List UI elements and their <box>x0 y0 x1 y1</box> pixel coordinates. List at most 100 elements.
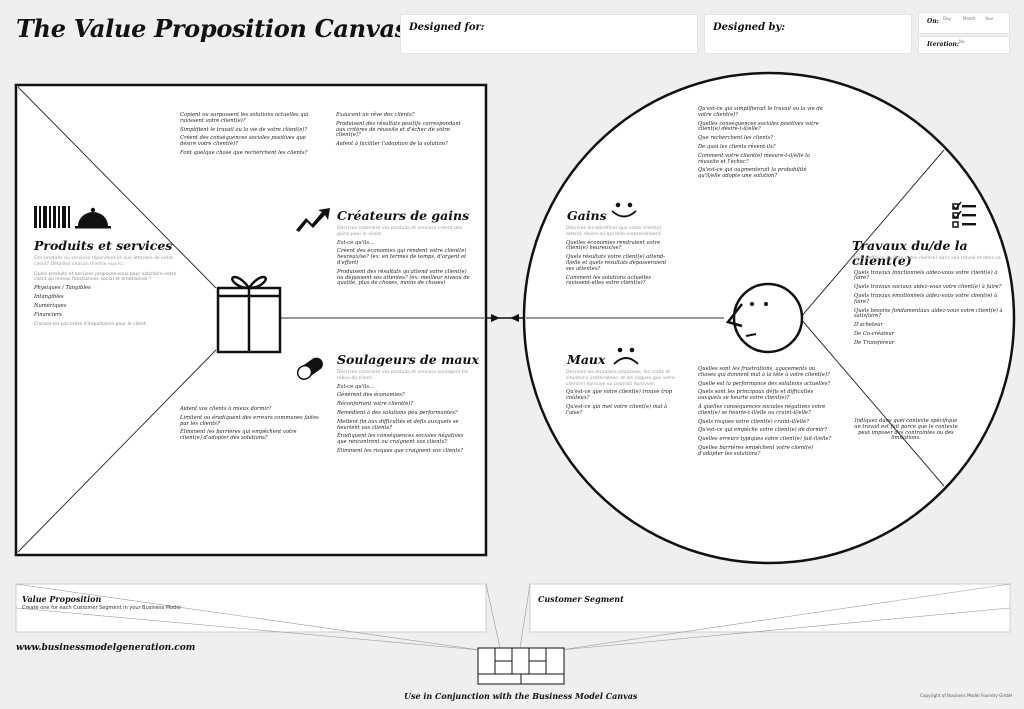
value-prop-footer-box <box>15 583 487 633</box>
gain-creator-question: Aident à faciliter l'adoption de la solu… <box>336 141 448 148</box>
pains-question: Quels risques votre client(e) craint-il/… <box>698 418 809 425</box>
pains-question: Quelles sont les frustrations, agacement… <box>698 366 830 378</box>
date-label: On: <box>927 18 939 25</box>
gain-creators-title: Créateurs de gains <box>337 208 470 223</box>
gains-question: Comment les solutions actuelles ravissen… <box>566 274 651 287</box>
pains-body-right: Quelles sont les frustrations, agacement… <box>698 364 832 458</box>
pains-question: Quelles erreurs typiques votre client(e)… <box>698 436 832 443</box>
pain-reliever-question: Mettent fin aux difficultés et défis aux… <box>337 418 459 431</box>
arrow-left-head <box>491 314 500 322</box>
gains-question: De quoi les clients rêvent-ils? <box>698 143 776 150</box>
pains-question: Quels sont les principaux défis et diffi… <box>698 389 814 402</box>
gain-creator-question: Copient ou surpassent les solutions actu… <box>180 112 309 124</box>
smile-icon <box>611 202 637 218</box>
arrow-right-head <box>510 314 519 322</box>
gain-creators-top-questions-left: Copient ou surpassent les solutions actu… <box>180 110 320 157</box>
date-field[interactable]: On: Day Month Year <box>918 12 1010 34</box>
value-map-square <box>14 83 488 557</box>
day-label: Day <box>943 16 951 21</box>
circle-divider-bottom <box>799 317 945 487</box>
value-proposition-label: Value Proposition <box>22 594 102 604</box>
products-ranking: Classez-les par ordre d'importance pour … <box>34 322 148 328</box>
products-services-body: Ces produits ou services répondent-ils a… <box>34 256 184 328</box>
pain-reliever-question: Éliminent les risques que craignent vos … <box>337 447 463 454</box>
pain-relievers-prompt: Est-ce qu'ils... <box>337 383 374 390</box>
customer-jobs-role-cocreator: De Co-créateur <box>854 330 895 337</box>
customer-jobs-question: Quels travaux sociaux aidez-vous votre c… <box>854 284 1002 291</box>
pains-body-left: Décrivez les émotions négatives, les coû… <box>566 370 684 417</box>
gain-creators-body: Décrivez comment vos produits et service… <box>337 226 471 287</box>
iteration-field[interactable]: Iteration: No. <box>918 36 1010 54</box>
cloche-icon <box>75 207 111 229</box>
diagonal-bottom <box>17 349 217 553</box>
pain-reliever-question: Aident vos clients à mieux dormir? <box>180 406 272 412</box>
gains-question: Quelles conséquences sociales positives … <box>698 120 819 133</box>
value-proposition-sublabel: Create one for each Customer Segment in … <box>22 605 181 611</box>
gain-creators-prompt: Est-ce qu'ils... <box>337 239 374 246</box>
pain-reliever-question: Limitent ou éradiquent des erreurs commu… <box>180 414 319 427</box>
pain-reliever-question: Réconfortent votre client(e)? <box>337 401 414 408</box>
designed-by-field[interactable]: Designed by: <box>704 14 912 54</box>
copyright-text: Copyright of Business Model Foundry GmbH <box>920 693 1013 698</box>
gains-question: Qu'est-ce qui augmenterait la probabilit… <box>698 167 807 180</box>
customer-jobs-role-buyer: D'acheteur <box>854 322 883 329</box>
products-item-physical: Physiques / Tangibles <box>34 285 91 292</box>
customer-jobs-body: Que s'efforce de faire votre client(e) d… <box>854 256 1004 347</box>
pains-question: À quelles conséquences sociales négative… <box>698 403 826 416</box>
trend-up-icon <box>296 208 330 232</box>
gain-creator-question: Créent des conséquences sociales positiv… <box>180 135 306 148</box>
customer-jobs-role-transferrer: De Transféreur <box>854 339 895 346</box>
pains-intro: Décrivez les émotions négatives, les coû… <box>566 370 675 387</box>
page-title: The Value Proposition Canvas <box>16 14 408 43</box>
pain-reliever-question: Génèrent des économies? <box>337 392 405 399</box>
customer-jobs-context-text: Indiquez dans quel contexte spécifique u… <box>854 418 958 442</box>
gain-creator-question: Produisent des résultats positifs corres… <box>336 120 461 139</box>
pains-question: Qu'est-ce que votre client(e) trouve tro… <box>566 389 673 402</box>
pill-icon <box>296 357 323 380</box>
gain-creator-question: Produisent des résultats qu'attend votre… <box>337 268 470 287</box>
gain-creator-question: Font quelque chose que recherchent les c… <box>180 149 308 156</box>
gains-body-left: Décrivez les bénéfices que votre client(… <box>566 226 676 287</box>
website-link[interactable]: www.businessmodelgeneration.com <box>16 643 196 653</box>
gains-question: Qu'est-ce qui simplifierait le travail o… <box>698 106 823 118</box>
pain-relievers-intro: Décrivez comment vos produits et service… <box>337 370 469 381</box>
products-item-digital: Numériques <box>34 302 67 309</box>
customer-segment-label: Customer Segment <box>538 594 624 604</box>
pain-reliever-question: Remédient à des solutions peu performant… <box>337 409 458 416</box>
checklist-icon <box>952 201 976 228</box>
pains-question: Quelle est la performance des solutions … <box>698 380 831 387</box>
gains-title: Gains <box>567 208 607 223</box>
gift-icon <box>216 275 282 354</box>
designed-for-field[interactable]: Designed for: <box>400 14 698 54</box>
designed-by-label: Designed by: <box>713 22 786 33</box>
iteration-label: Iteration: <box>927 41 960 48</box>
gains-question: Comment votre client(e) mesure-t-il/elle… <box>698 152 810 165</box>
pains-question: Qu'est-ce qui met votre client(e) mal à … <box>566 403 668 416</box>
pains-title: Maux <box>567 352 606 367</box>
frown-icon <box>613 347 639 365</box>
products-item-financial: Financiers <box>34 311 62 318</box>
gains-question: Quelles économies rendraient votre clien… <box>566 239 661 252</box>
customer-jobs-title: Travaux du/de la client(e) <box>852 238 968 268</box>
pains-question: Qu'est-ce qui empêche votre client(e) de… <box>698 427 828 434</box>
gain-creators-intro: Décrivez comment vos produits et service… <box>337 226 463 237</box>
pain-relievers-lower-questions: Aident vos clients à mieux dormir? Limit… <box>180 404 320 442</box>
diagonal-top <box>17 86 217 289</box>
customer-jobs-intro: Que s'efforce de faire votre client(e) d… <box>854 256 1001 267</box>
customer-jobs-question: Quels travaux émotionnels aidez-vous vot… <box>854 292 998 305</box>
customer-jobs-question: Quels besoins fondamentaux aidez-vous vo… <box>854 307 1003 320</box>
business-model-canvas-mini-icon <box>477 647 565 685</box>
barcode-icon <box>34 206 70 228</box>
products-intro: Ces produits ou services répondent-ils a… <box>34 256 174 267</box>
gain-creator-question: Créent des économies qui rendent votre c… <box>337 248 467 266</box>
month-label: Month <box>963 16 976 21</box>
gains-question: Quels résultats votre client(e) attend-i… <box>566 254 667 272</box>
customer-face-icon <box>725 282 804 354</box>
pain-reliever-question: Éliminent les barrières qui empêchent vo… <box>180 429 297 442</box>
circle-divider-top <box>799 149 945 319</box>
pains-question: Quelles barrières empêchent votre client… <box>698 444 814 457</box>
conjunction-note: Use in Conjunction with the Business Mod… <box>404 691 638 701</box>
pain-relievers-title: Soulageurs de maux <box>337 352 479 367</box>
products-services-title: Produits et services <box>34 238 173 253</box>
